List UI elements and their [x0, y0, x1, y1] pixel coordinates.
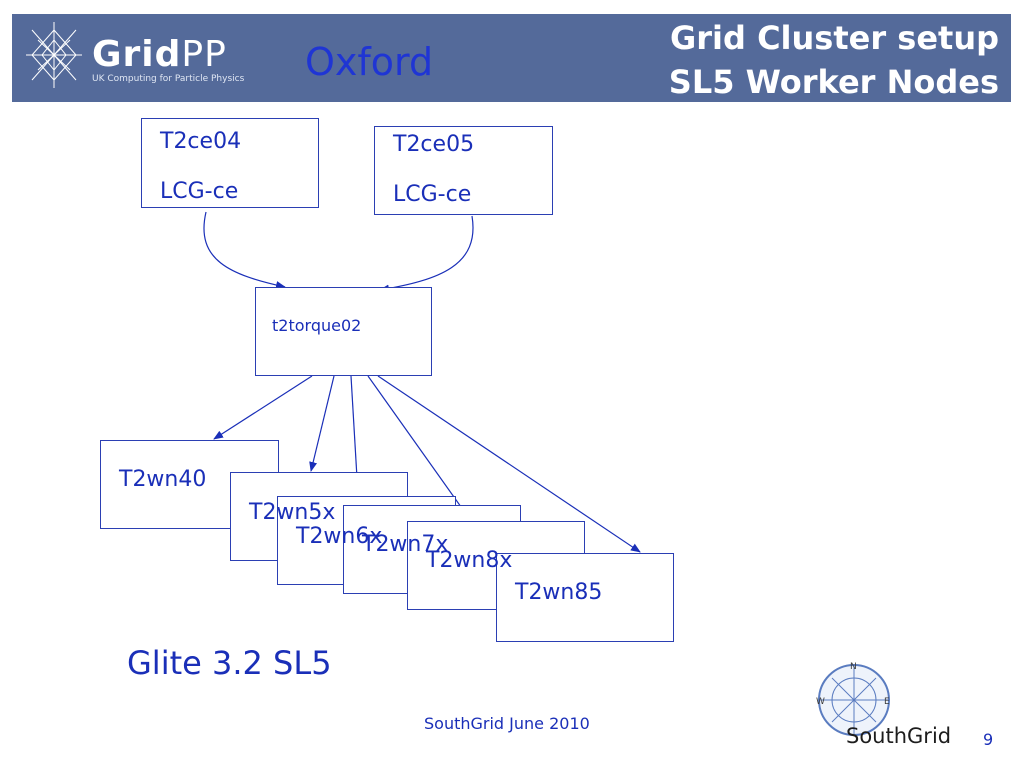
node-role: LCG-ce [160, 179, 239, 204]
arrow-torque-to-wn40 [213, 375, 313, 440]
footer-text: SouthGrid June 2010 [424, 714, 590, 733]
worker-label: T2wn85 [515, 580, 603, 605]
worker-label: T2wn40 [119, 467, 207, 492]
node-name: T2ce05 [393, 132, 475, 157]
page-number: 9 [983, 730, 994, 749]
compass-w: W [816, 697, 825, 707]
compass-e: E [884, 697, 890, 707]
worker-label: T2wn6x [296, 524, 383, 549]
arrow-torque-to-wn5x [309, 375, 335, 472]
title-line-1: Grid Cluster setup [670, 19, 999, 57]
southgrid-logo-text: SouthGrid [846, 724, 952, 748]
glite-version-label: Glite 3.2 SL5 [127, 644, 332, 682]
node-name: t2torque02 [272, 316, 362, 335]
gridpp-logo-text: GridPP [92, 34, 227, 75]
node-t2ce05: T2ce05 LCG-ce [374, 126, 553, 215]
node-name: T2ce04 [160, 129, 242, 154]
worker-label: T2wn5x [249, 500, 336, 525]
worker-label: T2wn7x [362, 532, 449, 557]
page-title: Grid Cluster setup SL5 Worker Nodes [669, 16, 999, 104]
node-worker [496, 553, 674, 642]
southgrid-compass-icon: N W E [816, 662, 890, 736]
arrow-ce05-to-torque [379, 215, 474, 293]
gridpp-logo-icon [26, 22, 82, 88]
site-label: Oxford [305, 40, 434, 84]
compass-n: N [850, 662, 857, 672]
arrow-ce04-to-torque [203, 211, 286, 289]
node-t2torque02: t2torque02 [255, 287, 432, 376]
arrow-torque-to-wn85 [377, 375, 641, 553]
node-t2ce04: T2ce04 LCG-ce [141, 118, 319, 208]
header-bar: GridPP UK Computing for Particle Physics… [12, 14, 1011, 102]
title-line-2: SL5 Worker Nodes [668, 63, 999, 101]
node-role: LCG-ce [393, 182, 472, 207]
worker-label: T2wn8x [426, 548, 513, 573]
gridpp-logo-subtitle: UK Computing for Particle Physics [92, 74, 245, 84]
